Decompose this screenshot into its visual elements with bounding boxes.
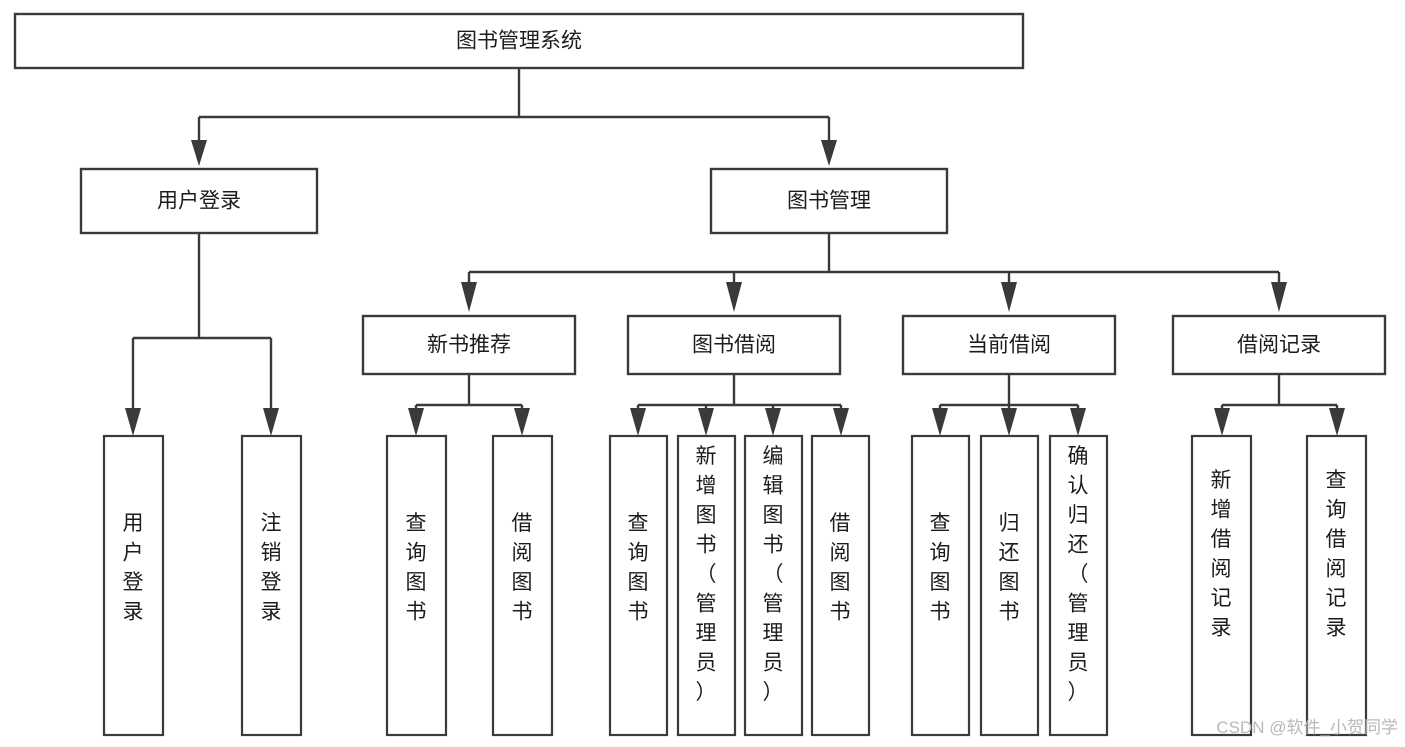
node-leaf-borrow-book-2-label: 借阅图书 [830,512,851,624]
node-leaf-user-login[interactable]: 用户登录 [102,434,165,737]
node-current-borrow-label: 当前借阅 [967,334,1051,357]
node-root-label: 图书管理系统 [456,30,582,53]
node-leaf-query-book-2-box[interactable] [608,434,669,737]
node-leaf-edit-book-box[interactable] [743,434,804,737]
node-leaf-confirm-return-box[interactable] [1048,434,1109,737]
node-leaf-query-record[interactable]: 查询借阅记录 [1305,434,1368,737]
node-leaf-borrow-book-2-box[interactable] [810,434,871,737]
arrow-to-new-book-rec [461,282,477,312]
node-leaf-add-record-box[interactable] [1190,434,1253,737]
node-new-book-rec[interactable]: 新书推荐 [361,314,577,376]
node-leaf-add-book[interactable]: 新增图书（管理员） [676,434,737,737]
connector-layer [125,68,1345,436]
node-user-login[interactable]: 用户登录 [79,167,319,235]
arrow-to-leaf-user-login [125,408,141,436]
arrow-to-leaf-confirm-return [1070,408,1086,436]
node-leaf-borrow-book-2[interactable]: 借阅图书 [810,434,871,737]
arrow-to-book-borrow [726,282,742,312]
node-leaf-add-record-label: 新增借阅记录 [1211,469,1232,640]
node-book-borrow[interactable]: 图书借阅 [626,314,842,376]
node-leaf-query-book-3-box[interactable] [910,434,971,737]
node-current-borrow-box[interactable] [901,314,1117,376]
node-leaf-borrow-book-1-label: 借阅图书 [512,512,533,624]
node-leaf-query-book-1[interactable]: 查询图书 [385,434,448,737]
node-leaf-query-book-2[interactable]: 查询图书 [608,434,669,737]
node-leaf-user-logout[interactable]: 注销登录 [240,434,303,737]
node-leaf-user-logout-box[interactable] [240,434,303,737]
node-new-book-rec-label: 新书推荐 [427,334,511,357]
node-leaf-confirm-return[interactable]: 确认归还（管理员） [1048,434,1109,737]
node-leaf-query-record-label: 查询借阅记录 [1326,469,1347,640]
arrow-to-user-login [191,140,207,166]
node-leaf-query-book-3[interactable]: 查询图书 [910,434,971,737]
node-borrow-record-box[interactable] [1171,314,1387,376]
arrow-to-leaf-return-book [1001,408,1017,436]
node-leaf-return-book[interactable]: 归还图书 [979,434,1040,737]
arrow-to-current-borrow [1001,282,1017,312]
arrow-to-leaf-query-book-2 [630,408,646,436]
arrow-to-leaf-add-record [1214,408,1230,436]
node-leaf-query-book-1-box[interactable] [385,434,448,737]
node-current-borrow[interactable]: 当前借阅 [901,314,1117,376]
arrow-to-book-manage [821,140,837,166]
csdn-watermark: CSDN @软件_小贺同学 [1216,718,1398,737]
node-leaf-confirm-return-label: 确认归还（管理员） [1068,445,1089,704]
node-new-book-rec-box[interactable] [361,314,577,376]
node-root[interactable]: 图书管理系统 [13,12,1025,70]
node-leaf-add-book-box[interactable] [676,434,737,737]
node-leaf-query-book-3-label: 查询图书 [930,512,951,624]
node-leaf-user-login-label: 用户登录 [123,512,144,624]
node-book-borrow-box[interactable] [626,314,842,376]
arrow-to-leaf-query-book-1 [408,408,424,436]
node-book-manage-label: 图书管理 [787,190,871,213]
arrow-to-leaf-add-book [698,408,714,436]
node-book-borrow-label: 图书借阅 [692,334,776,357]
node-leaf-return-book-box[interactable] [979,434,1040,737]
node-root-box[interactable] [13,12,1025,70]
node-leaf-user-login-box[interactable] [102,434,165,737]
node-leaf-add-book-label: 新增图书（管理员） [696,445,717,704]
node-user-login-box[interactable] [79,167,319,235]
node-leaf-borrow-book-1-box[interactable] [491,434,554,737]
node-leaf-add-record[interactable]: 新增借阅记录 [1190,434,1253,737]
node-leaf-edit-book-label: 编辑图书（管理员） [763,445,784,704]
node-leaf-edit-book[interactable]: 编辑图书（管理员） [743,434,804,737]
node-book-manage-box[interactable] [709,167,949,235]
arrow-to-leaf-edit-book [765,408,781,436]
node-leaf-query-record-box[interactable] [1305,434,1368,737]
arrow-to-leaf-user-logout [263,408,279,436]
arrow-to-leaf-query-book-3 [932,408,948,436]
node-leaf-query-book-2-label: 查询图书 [628,512,649,624]
node-borrow-record-label: 借阅记录 [1237,334,1321,357]
arrow-to-leaf-borrow-book-1 [514,408,530,436]
node-leaf-return-book-label: 归还图书 [999,512,1020,624]
arrow-to-leaf-borrow-book-2 [833,408,849,436]
node-leaf-user-logout-label: 注销登录 [261,512,282,624]
node-book-manage[interactable]: 图书管理 [709,167,949,235]
node-borrow-record[interactable]: 借阅记录 [1171,314,1387,376]
arrow-to-leaf-query-record [1329,408,1345,436]
node-user-login-label: 用户登录 [157,190,241,213]
node-leaf-borrow-book-1[interactable]: 借阅图书 [491,434,554,737]
arrow-to-borrow-record [1271,282,1287,312]
node-leaf-query-book-1-label: 查询图书 [406,512,427,624]
